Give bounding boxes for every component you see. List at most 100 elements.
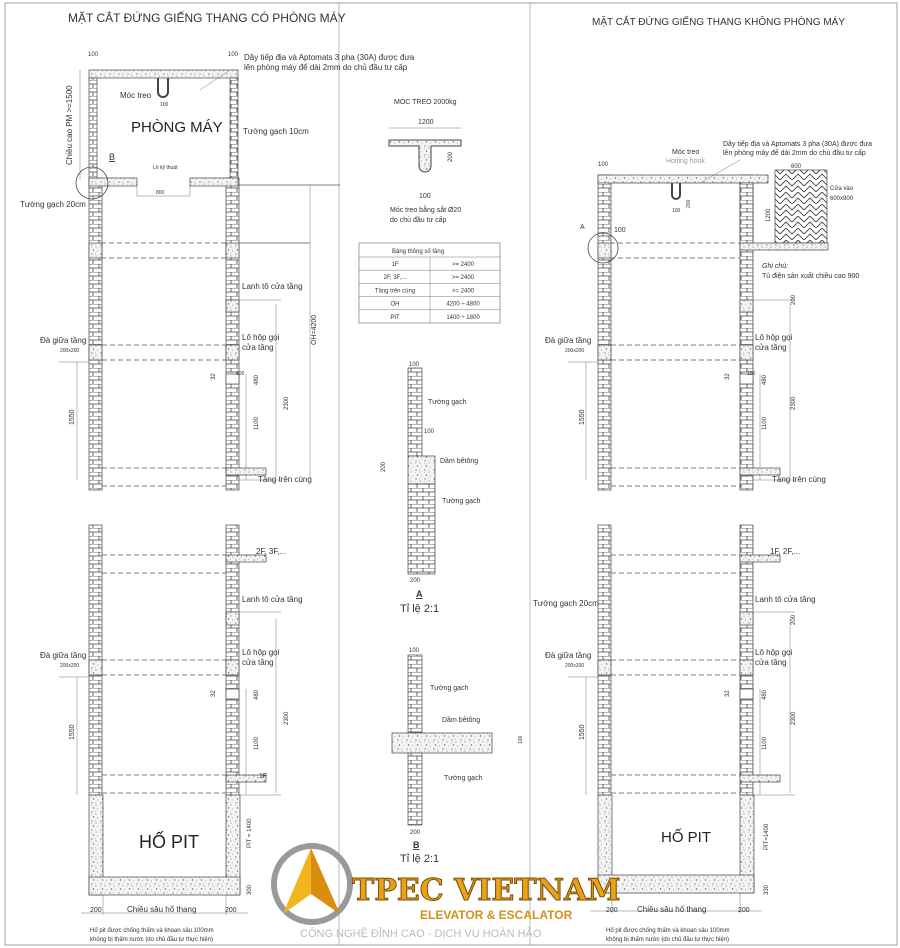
floors-label: 1F, 2F,... bbox=[770, 547, 800, 556]
hook-detail-title: MÓC TREO 2000kg bbox=[394, 97, 457, 106]
dim: 2300 bbox=[284, 396, 290, 410]
dim: 200 bbox=[90, 907, 102, 914]
hook-detail-icon bbox=[388, 139, 462, 173]
cable-note: Dây tiếp địa và Aptomats 3 pha (30A) đượ… bbox=[244, 53, 415, 62]
beam bbox=[739, 344, 754, 361]
pm-height-label: Chiều cao PM >=1500 bbox=[65, 85, 74, 165]
logo-slogan: CÔNG NGHỆ ĐỈNH CAO - DỊCH VỤ HOÀN HẢO bbox=[300, 927, 542, 940]
beam bbox=[597, 242, 612, 259]
dim: 100 bbox=[88, 52, 99, 58]
floor-1f-label: 1F bbox=[259, 773, 267, 780]
dim: 100 bbox=[409, 362, 420, 368]
roof-slab bbox=[88, 69, 239, 79]
callbox bbox=[225, 373, 240, 385]
note-title: Ghi chú: bbox=[762, 263, 788, 270]
drawing-geometry bbox=[59, 69, 829, 915]
hook-label-en: Hoiting hook bbox=[666, 158, 705, 165]
pit-note: không bị thấm nước (do chủ đầu tư thực h… bbox=[606, 936, 729, 943]
callbox-label: Lô hộp gọi bbox=[755, 648, 793, 657]
leader bbox=[699, 159, 741, 184]
table-cell-value: >= 2400 bbox=[452, 275, 475, 281]
table-cell-label: OH bbox=[391, 302, 400, 308]
lintel bbox=[225, 299, 240, 313]
detail-b-label: B bbox=[413, 840, 420, 850]
note-text: Tủ điện sản xuất chiều cao 900 bbox=[762, 271, 859, 280]
detail-a-marker: A bbox=[580, 224, 585, 231]
lintel-label: Lanh tô cửa tầng bbox=[242, 595, 303, 604]
dim: 1100 bbox=[254, 736, 260, 750]
callbox bbox=[739, 373, 754, 385]
dim: 100 bbox=[160, 102, 169, 108]
dim: 300 bbox=[247, 884, 253, 895]
machine-room-wall bbox=[88, 77, 98, 179]
detail-wall bbox=[407, 483, 436, 575]
dim: 32 bbox=[211, 690, 217, 697]
logo-sub: ELEVATOR & ESCALATOR bbox=[420, 908, 573, 922]
dim: 1100 bbox=[762, 416, 768, 430]
wall-20-label: Tường gạch 20cm bbox=[533, 599, 599, 608]
hook-icon bbox=[157, 78, 169, 98]
logo-arrow-icon bbox=[283, 848, 311, 914]
dim: 480 bbox=[762, 374, 768, 385]
callbox bbox=[225, 688, 240, 700]
beam-size: 200x200 bbox=[60, 348, 79, 354]
dim: 1200 bbox=[418, 119, 434, 126]
sheet-frame bbox=[4, 2, 898, 946]
table-cell-value: 1400 ÷ 1800 bbox=[446, 315, 480, 321]
shaft-hole-label: Lô kỹ thuật bbox=[153, 165, 178, 171]
dim: 200 bbox=[791, 294, 797, 305]
dim: 100 bbox=[228, 52, 239, 58]
dim: 200 bbox=[410, 830, 421, 836]
beam-size: 200x200 bbox=[565, 348, 584, 354]
beam bbox=[225, 242, 240, 259]
beam-label: Đà giữa tầng bbox=[545, 336, 591, 345]
dim: 32 bbox=[725, 690, 731, 697]
dim: 100 bbox=[419, 193, 431, 200]
table-cell-value: 4200 ÷ 4800 bbox=[446, 302, 480, 308]
cabinet-floor bbox=[739, 242, 829, 251]
detail-label: Tường gạch bbox=[430, 685, 469, 692]
detail-a-circle bbox=[587, 232, 619, 264]
beam-label: Đà giữa tầng bbox=[40, 651, 86, 660]
shaft-wall-right bbox=[739, 182, 754, 244]
table-cell-value: >= 2400 bbox=[452, 288, 475, 294]
beam bbox=[88, 242, 103, 259]
callbox-label: Lô hộp gọi bbox=[242, 333, 280, 342]
lintel bbox=[225, 611, 240, 626]
dim: 200 bbox=[791, 614, 797, 625]
detail-beam bbox=[407, 455, 436, 485]
machine-room-wall bbox=[229, 77, 239, 179]
cable-note: lên phòng máy để dài 2mm do chủ đầu tư c… bbox=[244, 63, 408, 72]
floor-slab bbox=[739, 467, 781, 476]
top-floor-label: Tầng trên cùng bbox=[772, 475, 826, 484]
table-cell-value: >= 2400 bbox=[452, 262, 475, 268]
machine-floor bbox=[189, 177, 239, 187]
dim: 2300 bbox=[791, 711, 797, 725]
callbox bbox=[739, 688, 754, 700]
beam bbox=[597, 344, 612, 361]
dim: 100 bbox=[614, 227, 626, 234]
center-section: MÓC TREO 2000kg 1200 200 100 Móc treo bằ… bbox=[358, 97, 524, 865]
floor-slab bbox=[225, 467, 267, 476]
hook-note: do chủ đầu tư cấp bbox=[390, 215, 447, 224]
right-section: MẶT CẮT ĐỨNG GIẾNG THANG KHÔNG PHÒNG MÁY… bbox=[533, 15, 872, 943]
dim: 100 bbox=[672, 208, 681, 214]
tpec-logo: TPEC VIETNAM ELEVATOR & ESCALATOR CÔNG N… bbox=[271, 843, 621, 940]
dim: 100 bbox=[598, 162, 609, 168]
dim: 600 bbox=[791, 164, 802, 170]
detail-label: Tường gạch bbox=[428, 399, 467, 406]
detail-wall bbox=[407, 367, 423, 457]
beam-label: Đà giữa tầng bbox=[40, 336, 86, 345]
detail-b: 100 Tường gạch Dầm bêtông 100 Tường gạch… bbox=[400, 648, 524, 865]
cable-note: lên phòng máy để dài 2mm do chủ đầu tư c… bbox=[723, 148, 866, 157]
logo-ring bbox=[271, 843, 353, 925]
dim: 100 bbox=[409, 648, 420, 654]
floor-slab bbox=[739, 774, 781, 783]
detail-label: Tường gạch bbox=[442, 498, 481, 505]
floors-label: 2F, 3F,... bbox=[256, 547, 286, 556]
shaft-wall-left bbox=[597, 174, 612, 491]
beam bbox=[739, 659, 754, 676]
lintel bbox=[739, 299, 754, 313]
beam-size: 200x200 bbox=[60, 663, 79, 669]
